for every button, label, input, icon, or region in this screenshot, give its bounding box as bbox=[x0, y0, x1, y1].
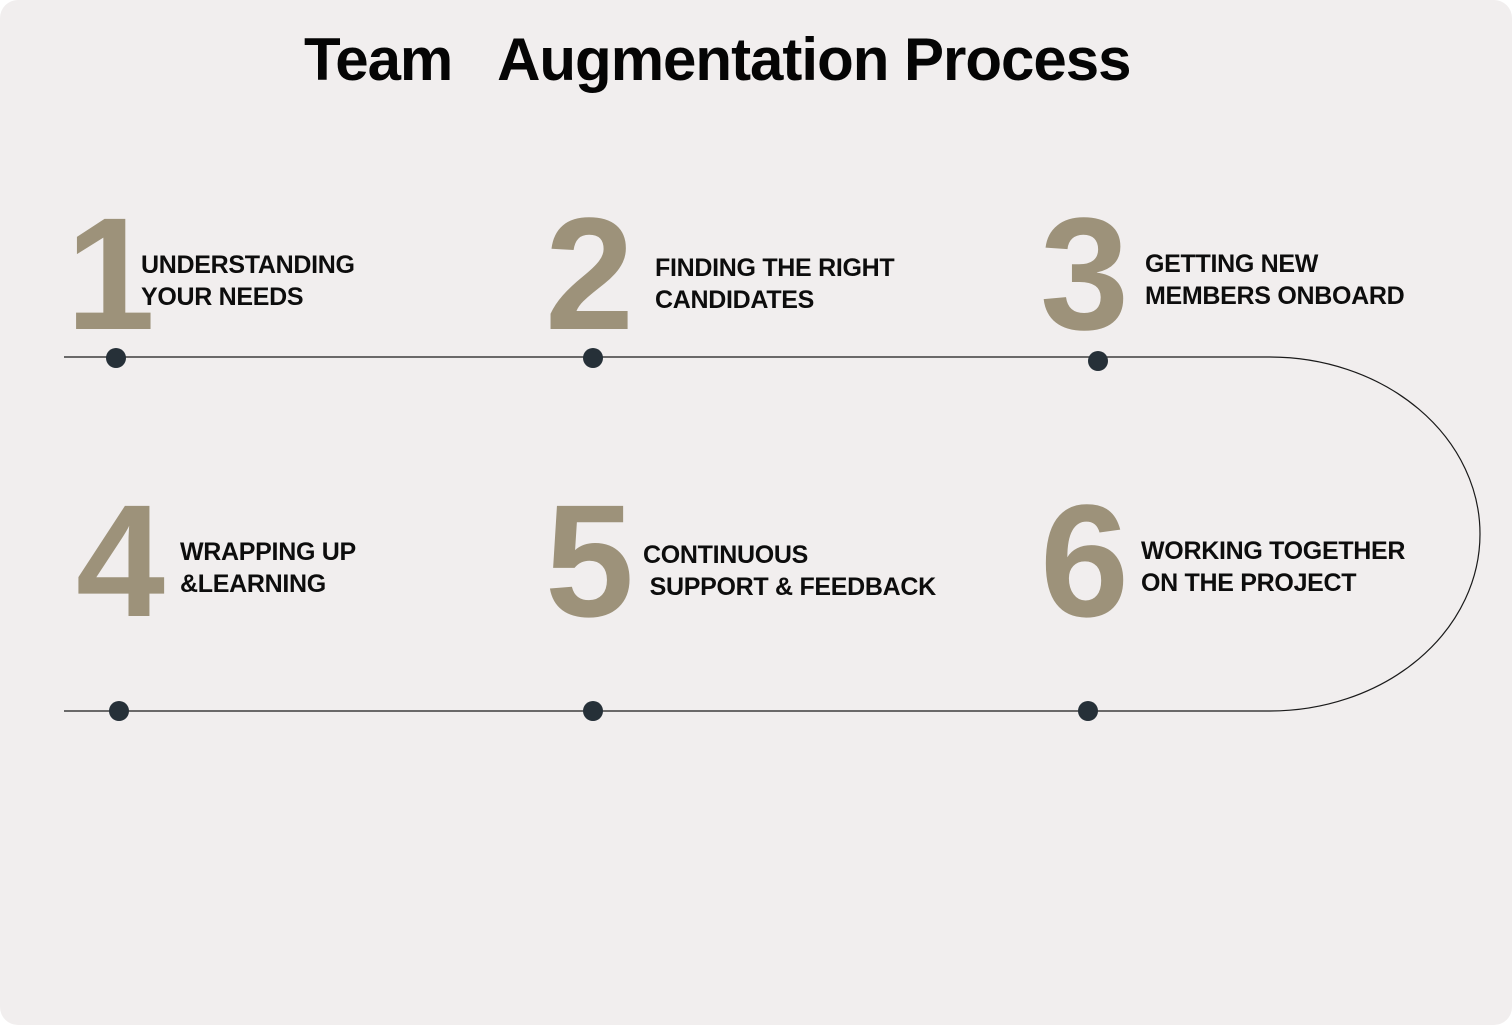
step-4-dot bbox=[109, 701, 129, 721]
step-2-dot bbox=[583, 348, 603, 368]
step-1-number: 1 bbox=[66, 184, 155, 363]
step-6-number: 6 bbox=[1040, 471, 1129, 650]
step-5-label: CONTINUOUS SUPPORT & FEEDBACK bbox=[643, 541, 936, 601]
step-2-number: 2 bbox=[545, 184, 634, 363]
step-5-dot bbox=[583, 701, 603, 721]
step-6-label: WORKING TOGETHER ON THE PROJECT bbox=[1141, 537, 1406, 597]
step-4-label: WRAPPING UP &LEARNING bbox=[180, 538, 356, 598]
step-3-dot bbox=[1088, 351, 1108, 371]
page-title: Team Augmentation Process bbox=[304, 26, 1132, 93]
step-2-label: FINDING THE RIGHT CANDIDATES bbox=[655, 254, 895, 314]
step-6-dot bbox=[1078, 701, 1098, 721]
step-1-dot bbox=[106, 348, 126, 368]
track-curve bbox=[1269, 356, 1481, 712]
step-4-number: 4 bbox=[76, 471, 165, 650]
step-5-number: 5 bbox=[545, 471, 634, 650]
step-3-number: 3 bbox=[1040, 184, 1129, 363]
step-3-label: GETTING NEW MEMBERS ONBOARD bbox=[1145, 250, 1405, 310]
step-1-label: UNDERSTANDING YOUR NEEDS bbox=[141, 251, 355, 311]
